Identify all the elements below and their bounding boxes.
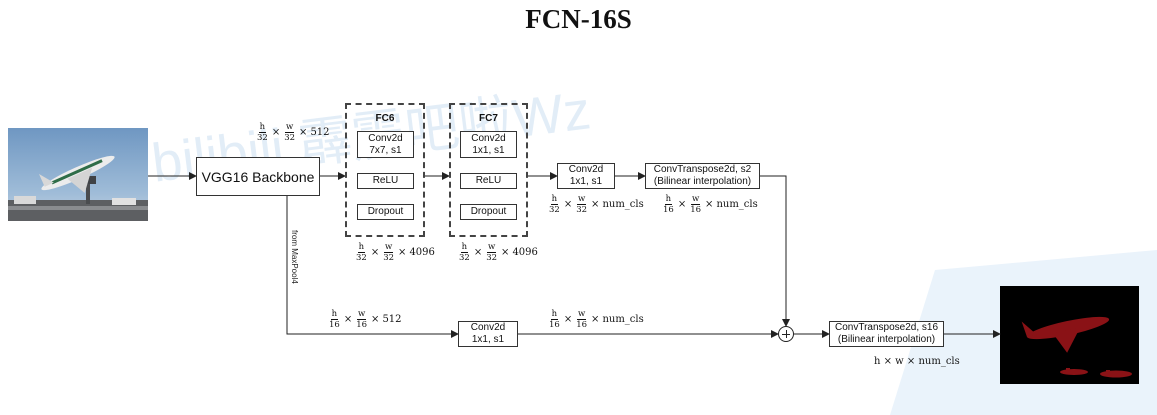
shape-convt-s2-out: h16 × w16 × num_cls: [662, 194, 758, 215]
conv2d-top-params: 1x1, s1: [570, 176, 602, 188]
fc7-conv2d-label: Conv2d: [471, 133, 505, 145]
fc7-dropout-box: Dropout: [460, 204, 517, 220]
fc6-relu-box: ReLU: [357, 173, 414, 189]
vgg16-backbone-box: VGG16 Backbone: [196, 157, 320, 196]
fc6-conv2d-label: Conv2d: [368, 133, 402, 145]
conv2d-bottom-params: 1x1, s1: [472, 334, 504, 346]
fc6-dropout-label: Dropout: [368, 206, 404, 218]
from-maxpool4-label: from MaxPool4: [290, 230, 299, 284]
shape-conv-top-out: h32 × w32 × num_cls: [548, 194, 644, 215]
fc7-title: FC7: [449, 113, 528, 124]
shape-backbone-out: h32 × w32 × 512: [256, 122, 330, 143]
fc7-relu-box: ReLU: [460, 173, 517, 189]
fc6-conv2d-params: 7x7, s1: [369, 145, 401, 157]
conv2d-bottom-box: Conv2d 1x1, s1: [458, 321, 518, 347]
vgg16-backbone-label: VGG16 Backbone: [202, 171, 315, 183]
convtranspose-s2-note: (Bilinear interpolation): [654, 176, 751, 188]
shape-fc7-out: h32 × w32 × 4096: [458, 242, 538, 263]
convtranspose-s16-box: ConvTranspose2d, s16 (Bilinear interpola…: [829, 321, 944, 347]
fc6-dropout-box: Dropout: [357, 204, 414, 220]
shape-conv-bottom-out: h16 × w16 × num_cls: [548, 309, 644, 330]
shape-final-out: h × w × num_cls: [874, 356, 960, 367]
conv2d-top-box: Conv2d 1x1, s1: [557, 163, 615, 189]
fc6-conv2d-box: Conv2d 7x7, s1: [357, 131, 414, 158]
fc7-conv2d-box: Conv2d 1x1, s1: [460, 131, 517, 158]
convtranspose-s2-label: ConvTranspose2d, s2: [654, 164, 751, 176]
shape-pool4-out: h16 × w16 × 512: [328, 309, 402, 330]
conv2d-top-label: Conv2d: [569, 164, 603, 176]
fc6-title: FC6: [345, 113, 425, 124]
shape-fc6-out: h32 × w32 × 4096: [355, 242, 435, 263]
convtranspose-s16-label: ConvTranspose2d, s16: [835, 322, 938, 334]
fc7-conv2d-params: 1x1, s1: [472, 145, 504, 157]
convtranspose-s2-box: ConvTranspose2d, s2 (Bilinear interpolat…: [645, 163, 760, 189]
conv2d-bottom-label: Conv2d: [471, 322, 505, 334]
fc6-relu-label: ReLU: [373, 175, 399, 187]
fc7-relu-label: ReLU: [476, 175, 502, 187]
add-plus-icon: [778, 326, 794, 342]
fc7-dropout-label: Dropout: [471, 206, 507, 218]
convtranspose-s16-note: (Bilinear interpolation): [838, 334, 935, 346]
